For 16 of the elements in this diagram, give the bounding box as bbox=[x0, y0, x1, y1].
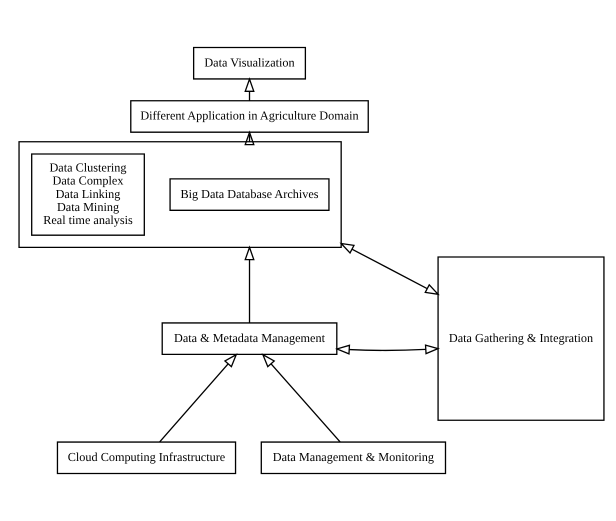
cluster bbox=[18, 141, 342, 248]
arrow bbox=[262, 353, 341, 442]
node-box: Data Management & Monitoring bbox=[260, 441, 446, 474]
node-box: Data Gathering & Integration bbox=[437, 256, 605, 421]
node-box: Data Clustering Data Complex Data Linking Data Mining Real time analysis bbox=[31, 153, 145, 236]
node-box: Data Visualization bbox=[192, 46, 306, 80]
arrow bbox=[339, 242, 440, 296]
node-box: Different Application in Agriculture Domain bbox=[130, 100, 369, 133]
arrow bbox=[244, 245, 255, 323]
arrow bbox=[335, 344, 440, 355]
arrow bbox=[244, 130, 255, 146]
arrow bbox=[244, 77, 255, 101]
node-box: Data & Metadata Management bbox=[162, 322, 338, 355]
arrow bbox=[159, 353, 238, 442]
node-box: Big Data Database Archives bbox=[169, 178, 330, 211]
node-box: Cloud Computing Infrastructure bbox=[56, 441, 236, 474]
